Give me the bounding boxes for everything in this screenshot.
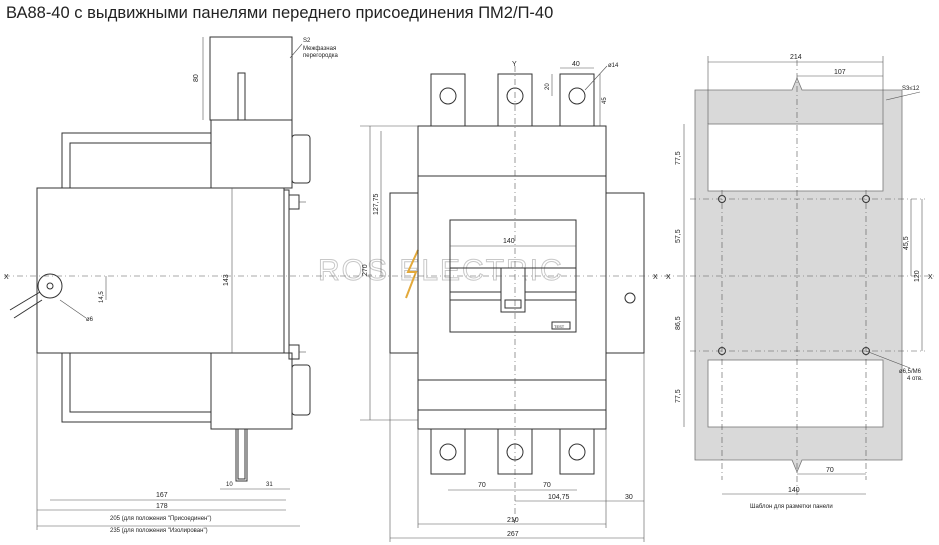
dim-diameter-6: ø6 [86,317,94,323]
side-lower-cap [291,364,311,416]
dim-104-75: 104,75 [548,494,570,501]
side-lower-frame [61,353,211,423]
front-right-flange [605,192,645,354]
page-title: ВА88-40 с выдвижными панелями переднего … [6,4,554,22]
note-position-isolated: 235 (для положения "Изолирован") [110,528,208,534]
note-partition-line2: перегородка [303,53,338,59]
dim-77-5-bottom: 77,5 [675,389,682,403]
front-left-flange [389,192,419,354]
dim-267: 267 [507,531,519,538]
front-axis-y-bottom: Y [512,518,517,525]
template-cutout-bottom [707,359,884,428]
dim-57-5: 57,5 [675,229,682,243]
dim-45: 45 [602,97,608,104]
dim-70-left: 70 [478,482,486,489]
dim-diameter-14: ø14 [608,63,619,69]
dim-140-template: 140 [788,487,800,494]
side-bottom-terminal [237,428,246,480]
note-position-connected: 205 (для положения "Присоединен") [110,516,212,522]
dim-167: 167 [156,492,168,499]
note-partition-line1: Межфазная [303,46,336,52]
dim-70-right: 70 [543,482,551,489]
dim-14-5: 14,5 [99,291,105,303]
front-bottom-terminal-1 [430,428,466,475]
side-upper-cap [291,134,311,184]
side-view: X 80 143 14,5 ø6 10 31 167 178 205 (для … [4,36,340,534]
dim-127-75: 127,75 [373,193,380,215]
dim-45-5: 45,5 [903,236,910,250]
dim-270: 270 [362,264,369,276]
side-top-partition [209,36,293,121]
front-view: TEST Y Y X 40 ø14 20 45 127,75 270 140 [340,61,668,542]
side-upper-bolt [288,194,300,210]
template-view: X X 214 107 S3≤12 77,5 57,5 86,5 77,5 45… [664,54,935,510]
note-holes-count: 4 отв. [907,376,923,382]
front-test-button [551,321,571,330]
dim-107: 107 [834,69,846,76]
dim-120: 120 [914,270,921,282]
front-axis-y-top: Y [512,61,517,68]
template-cutout-top [707,123,884,192]
note-s3: S3≤12 [902,86,920,92]
side-axis-x-label: X [4,274,9,281]
note-s2: S2 [303,38,311,44]
dim-86-5: 86,5 [675,316,682,330]
template-axis-x-right: X [928,274,933,281]
front-bottom-terminal-3 [559,428,595,475]
side-top-terminal [237,72,246,121]
dim-20: 20 [545,83,551,90]
dim-210: 210 [507,517,519,524]
front-axis-x-label: X [653,274,658,281]
watermark: ROS ELECTRIC [318,254,564,287]
side-upper-block [210,119,293,189]
side-lower-block [210,352,293,430]
dim-30: 30 [625,494,633,501]
side-lever [9,291,41,311]
side-pivot [37,273,63,299]
dim-140: 140 [503,238,515,245]
note-holes-size: ø6,5/M6 [899,369,922,375]
template-caption: Шаблон для разметки панели [750,504,833,510]
front-test-label: TEST [554,324,565,329]
dim-143: 143 [223,274,230,286]
dim-70: 70 [826,467,834,474]
dim-178: 178 [156,503,168,510]
front-top-terminal-1 [430,73,466,127]
dim-214: 214 [790,54,802,61]
lightning-icon [405,249,419,299]
side-lower-bolt [288,344,300,360]
side-upper-frame [61,132,211,188]
dim-31: 31 [266,482,273,488]
template-axis-x-left: X [666,274,671,281]
dim-77-5-top: 77,5 [675,151,682,165]
front-top-terminal-3 [559,73,595,127]
dim-80: 80 [193,74,200,82]
dim-40: 40 [572,61,580,68]
side-main-body [36,187,285,354]
dim-10: 10 [226,482,233,488]
